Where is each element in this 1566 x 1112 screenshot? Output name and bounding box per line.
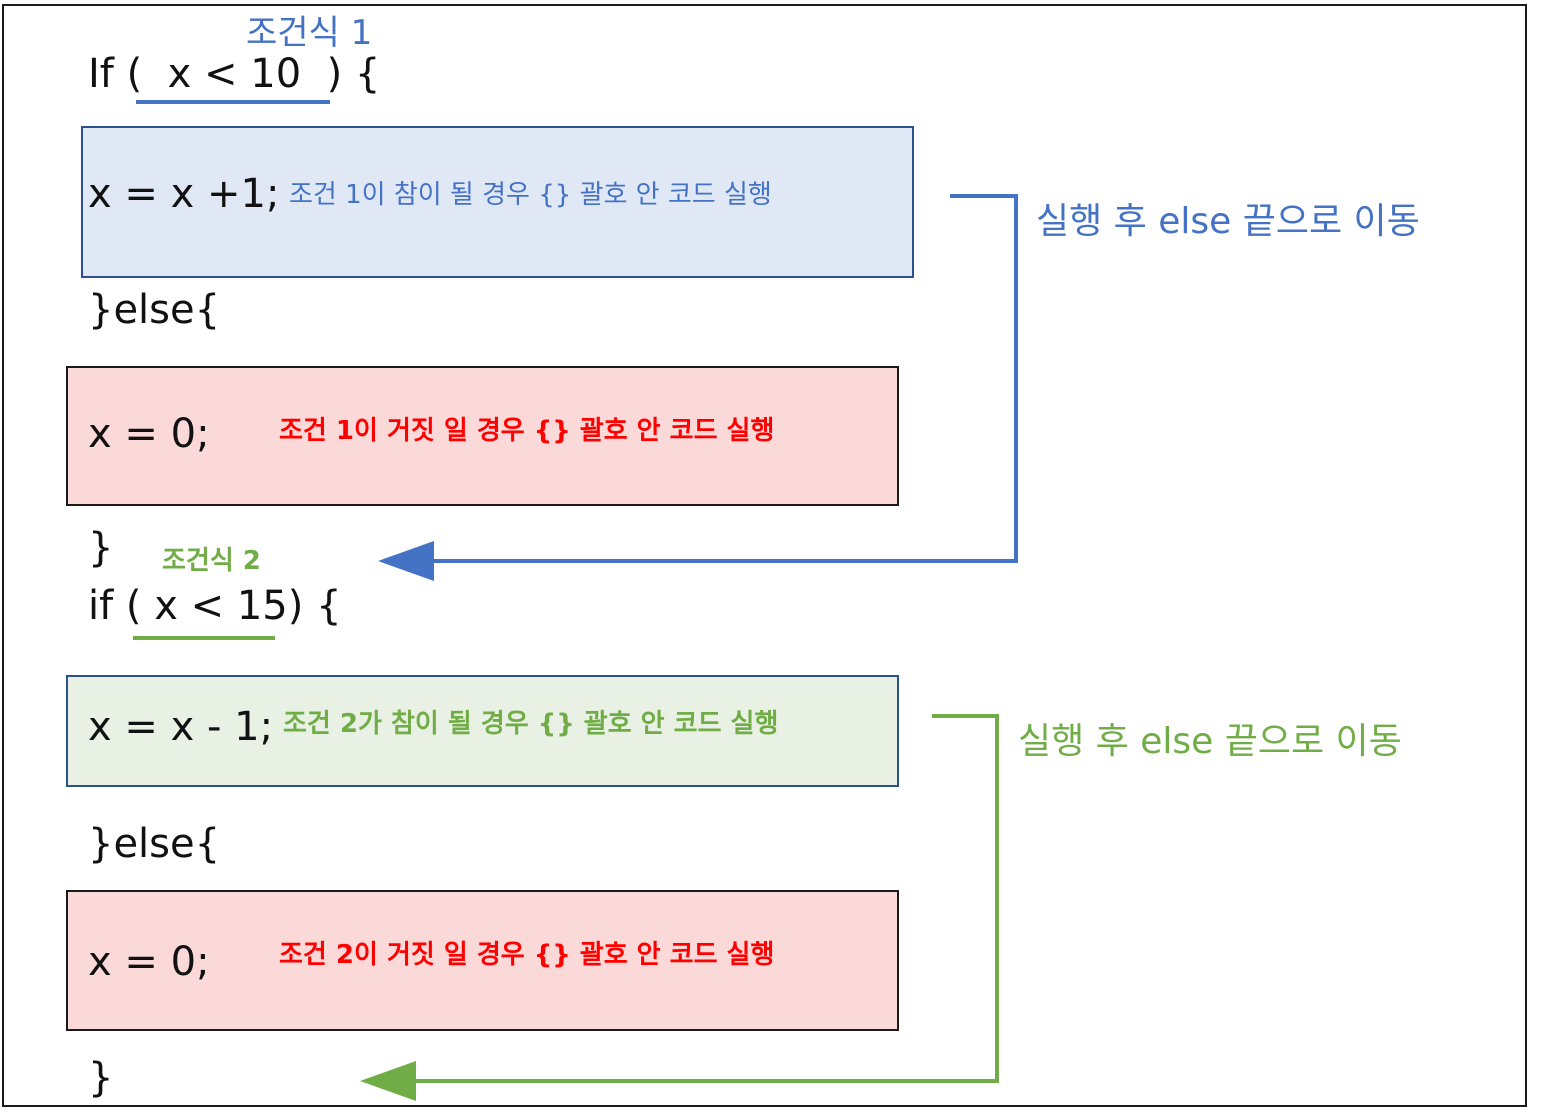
true-block-2 bbox=[66, 675, 899, 787]
true-code-1: x = x +1; bbox=[88, 171, 280, 217]
if-line-2: if ( x < 15) { bbox=[88, 583, 342, 629]
diagram-frame bbox=[2, 4, 1527, 1107]
close-brace-2: } bbox=[88, 1055, 114, 1101]
true-note-2: 조건 2가 참이 될 경우 {} 괄호 안 코드 실행 bbox=[283, 709, 779, 739]
else-line-1: }else{ bbox=[88, 287, 221, 333]
close-brace-1: } bbox=[88, 525, 114, 571]
true-block-1 bbox=[81, 126, 914, 278]
condition-1-label: 조건식 1 bbox=[246, 13, 373, 53]
if-line-1: If ( x < 10 ) { bbox=[88, 51, 381, 97]
false-note-2: 조건 2이 거짓 일 경우 {} 괄호 안 코드 실행 bbox=[279, 940, 775, 970]
false-note-1: 조건 1이 거짓 일 경우 {} 괄호 안 코드 실행 bbox=[279, 416, 775, 446]
jump-arrow-1 bbox=[378, 194, 1018, 581]
condition-2-label: 조건식 2 bbox=[162, 546, 261, 576]
true-code-2: x = x - 1; bbox=[88, 704, 274, 750]
false-block-1 bbox=[66, 366, 899, 506]
jump-arrow-2 bbox=[360, 714, 999, 1101]
condition-1-underline bbox=[136, 100, 330, 104]
false-block-2 bbox=[66, 890, 899, 1031]
condition-2-underline bbox=[133, 636, 275, 640]
side-label-2: 실행 후 else 끝으로 이동 bbox=[1018, 721, 1402, 762]
side-label-1: 실행 후 else 끝으로 이동 bbox=[1036, 201, 1420, 242]
else-line-2: }else{ bbox=[88, 821, 221, 867]
false-code-2: x = 0; bbox=[88, 939, 210, 985]
true-note-1: 조건 1이 참이 될 경우 {} 괄호 안 코드 실행 bbox=[289, 180, 772, 210]
false-code-1: x = 0; bbox=[88, 411, 210, 457]
